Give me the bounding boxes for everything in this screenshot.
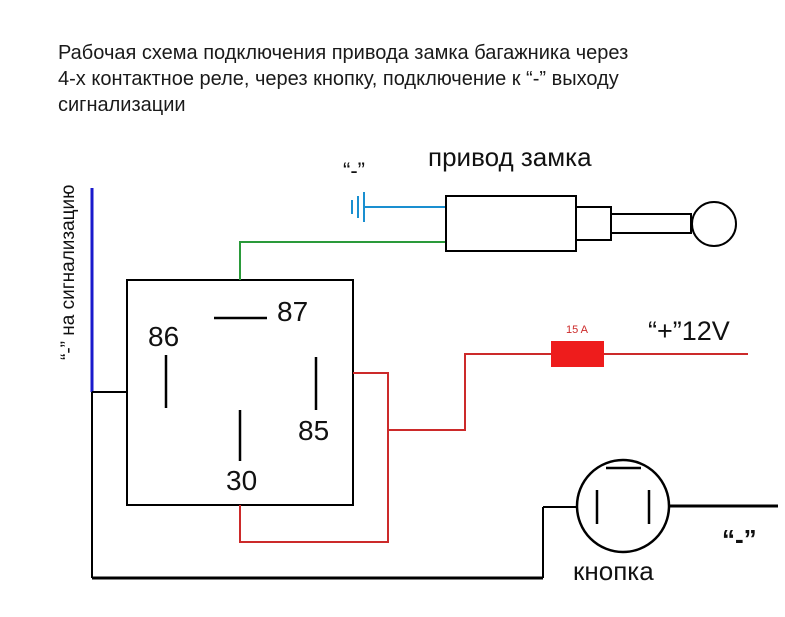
button-label: кнопка <box>573 556 654 586</box>
actuator-body <box>445 195 577 252</box>
fuse <box>551 341 604 367</box>
lock-actuator-label: привод замка <box>428 142 592 172</box>
pin-87-label: 87 <box>277 296 308 327</box>
fuse-label: 15 A <box>566 324 589 336</box>
ground-minus-bottom-label: “-” <box>722 524 757 554</box>
diagram-title: Рабочая схема подключения привода замка … <box>58 40 758 118</box>
title-line-2: 4-х контактное реле, через кнопку, подкл… <box>58 68 619 90</box>
ground-minus-top-label: “-” <box>343 158 365 183</box>
plus-12v-label: “+”12V <box>648 316 730 346</box>
pin-30-power-wire <box>239 430 389 543</box>
actuator-rod <box>610 213 692 234</box>
button-symbol <box>575 458 671 554</box>
pin-85-label: 85 <box>298 415 329 446</box>
pin-85-power-wire <box>353 353 553 431</box>
alarm-minus-label: “-” на сигнализацию <box>58 185 79 360</box>
actuator-knob <box>691 201 737 247</box>
actuator-sleeve <box>575 206 612 241</box>
pin-30-label: 30 <box>226 465 257 496</box>
title-line-3: сигнализации <box>58 94 186 116</box>
title-line-1: Рабочая схема подключения привода замка … <box>58 42 629 64</box>
actuator-green-wire <box>239 241 446 280</box>
pin-86-label: 86 <box>148 321 179 352</box>
